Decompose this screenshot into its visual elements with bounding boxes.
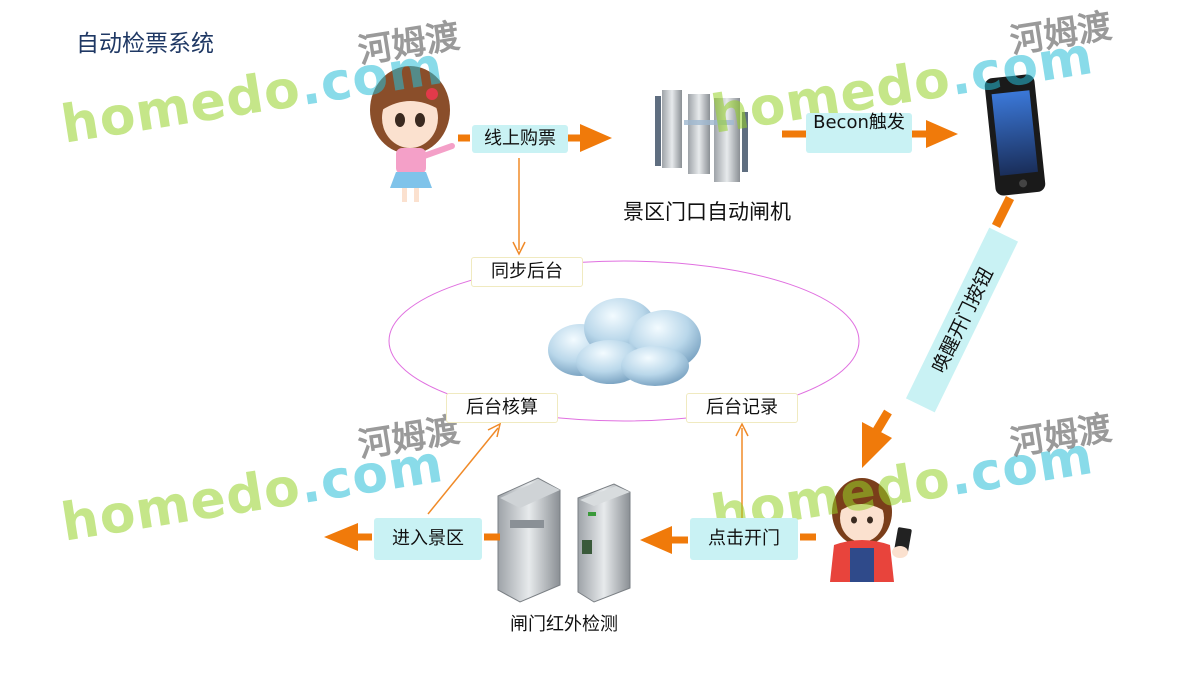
arrowhead-to-girl2 bbox=[862, 422, 892, 468]
beacon-trigger-label: Becon触发 bbox=[806, 113, 912, 153]
arrowhead-to-gate bbox=[580, 124, 612, 152]
click-open-label: 点击开门 bbox=[690, 518, 798, 560]
girl-customer-icon bbox=[370, 66, 455, 202]
sync-arrows bbox=[427, 158, 749, 518]
arrowhead-to-phone bbox=[926, 120, 958, 148]
wake-button-label-box: 唤醒开门按钮 bbox=[905, 227, 1019, 413]
cloud-icon bbox=[548, 298, 701, 386]
smartphone-icon bbox=[984, 74, 1046, 196]
arrow-phone-to-wake bbox=[991, 195, 1015, 229]
backend-record-label: 后台记录 bbox=[686, 393, 798, 423]
gate-caption: 景区门口自动闸机 bbox=[623, 200, 791, 224]
flow-arrows bbox=[324, 120, 1015, 554]
gate-ir-sensor-icon bbox=[497, 477, 631, 603]
girl-with-phone-icon bbox=[830, 478, 912, 582]
backend-ellipse bbox=[388, 260, 860, 422]
wake-button-label: 唤醒开门按钮 bbox=[928, 264, 998, 376]
ir-detection-caption: 闸门红外检测 bbox=[510, 614, 618, 635]
turnstile-gate-icon bbox=[655, 90, 748, 182]
enter-area-label: 进入景区 bbox=[374, 518, 482, 560]
page-title: 自动检票系统 bbox=[76, 31, 214, 57]
sync-backend-label: 同步后台 bbox=[471, 257, 583, 287]
backend-accounting-label: 后台核算 bbox=[446, 393, 558, 423]
online-ticket-label: 线上购票 bbox=[472, 125, 568, 153]
arrow-enter-to-accounting bbox=[427, 427, 499, 515]
arrowhead-to-ir-gate bbox=[640, 526, 672, 554]
arrow-wake-to-girl2 bbox=[872, 409, 892, 435]
arrowhead-exit-left bbox=[324, 523, 358, 551]
